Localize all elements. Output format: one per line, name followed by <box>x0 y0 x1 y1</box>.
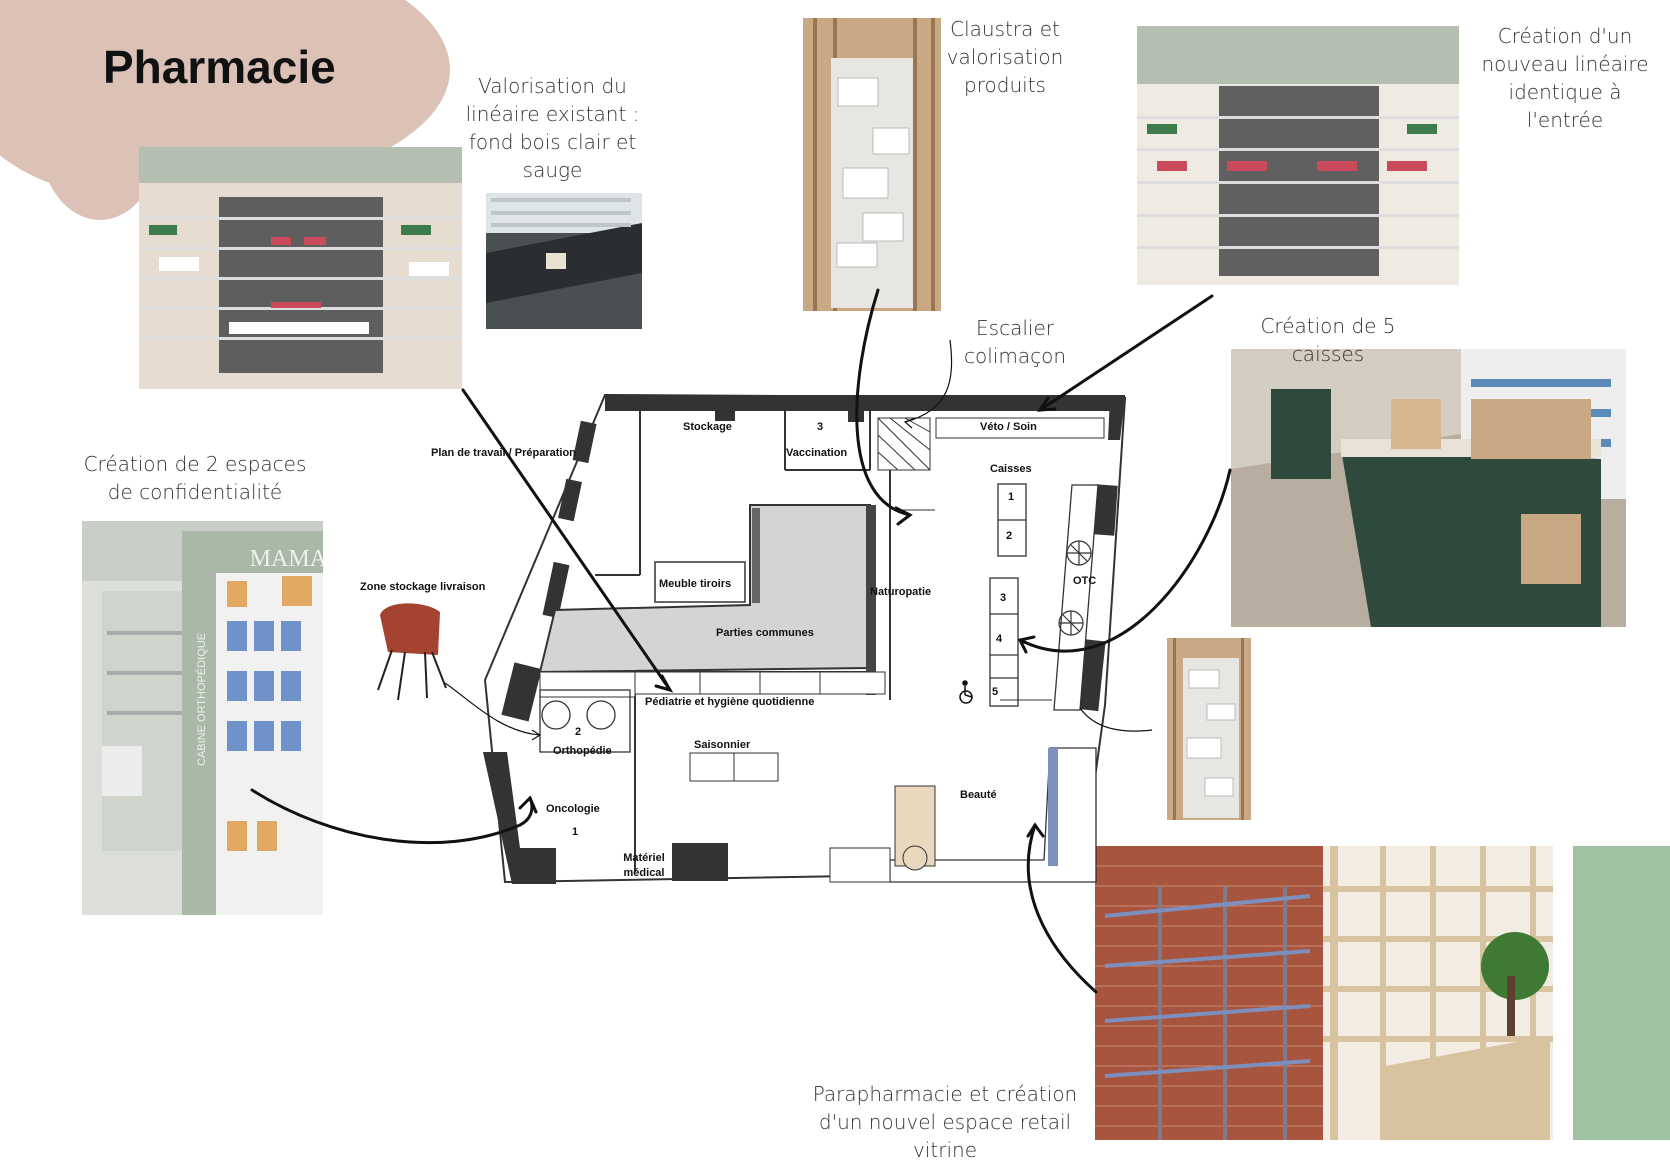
label-orthopedie-number: 2 <box>575 726 582 738</box>
label-otc: OTC <box>1073 575 1097 587</box>
caption-valorisation: Valorisation du linéaire existant : fond… <box>465 74 640 182</box>
caption-confidentialite: Création de 2 espaces de confidentialité <box>83 452 307 504</box>
label-beaute: Beauté <box>960 789 997 801</box>
label-caisses: Caisses <box>990 463 1032 475</box>
caisse-number-1: 1 <box>1008 491 1015 503</box>
caisse-number-3: 3 <box>1000 592 1007 604</box>
caisse-number-5: 5 <box>992 686 999 698</box>
label-oncologie-number: 1 <box>572 826 579 838</box>
label-zone-stockage: Zone stockage livraison <box>360 581 486 593</box>
photo-valorisation <box>486 193 642 329</box>
page-title: Pharmacie <box>103 41 336 93</box>
cabine-label: CABINE ORTHOPÉDIQUE <box>195 633 208 766</box>
label-plan-travail: Plan de travail / Préparation <box>431 447 576 459</box>
label-orthopedie: Orthopédie <box>553 745 612 757</box>
photo-claustra <box>803 18 941 311</box>
label-meuble-tiroirs: Meuble tiroirs <box>659 578 732 590</box>
label-materiel-medical: Matériel médical <box>623 852 665 879</box>
caisse-number-4: 4 <box>996 633 1003 645</box>
label-pediatrie: Pédiatrie et hygiène quotidienne <box>645 696 815 708</box>
maman-label: MAMAN <box>250 546 323 572</box>
label-oncologie: Oncologie <box>546 803 600 815</box>
caption-creation-lineaire: Création d'un nouveau linéaire identique… <box>1481 24 1649 132</box>
photo-lineaire-existant <box>139 147 462 389</box>
label-stockage: Stockage <box>683 421 732 433</box>
photo-caisses <box>1231 349 1626 627</box>
floor-plan <box>250 288 1232 994</box>
caption-claustra: Claustra et valorisation produits <box>946 17 1064 97</box>
photo-nouveau-lineaire <box>1137 26 1459 285</box>
photo-parapharmacie <box>1095 846 1670 1140</box>
label-vaccination-number: 3 <box>817 421 824 433</box>
caption-parapharmacie: Parapharmacie et création d'un nouvel es… <box>812 1082 1078 1162</box>
label-vaccination: Vaccination <box>786 447 848 459</box>
caisse-number-2: 2 <box>1006 530 1013 542</box>
label-parties-communes: Parties communes <box>716 627 814 639</box>
label-saisonnier: Saisonnier <box>694 739 751 751</box>
chair-icon <box>377 603 447 701</box>
caption-caisses: Création de 5 caisses <box>1260 314 1396 366</box>
wheelchair-icon <box>959 680 973 704</box>
label-naturopatie: Naturopatie <box>870 586 932 598</box>
photo-confidentialite: MAMAN CABINE ORTHOPÉDIQUE <box>82 521 323 915</box>
label-veto-soin: Véto / Soin <box>980 421 1037 433</box>
caption-escalier: Escalier colimaçon <box>964 316 1066 368</box>
photo-claustra-small <box>1167 638 1251 820</box>
arrow-icon <box>250 288 1232 994</box>
